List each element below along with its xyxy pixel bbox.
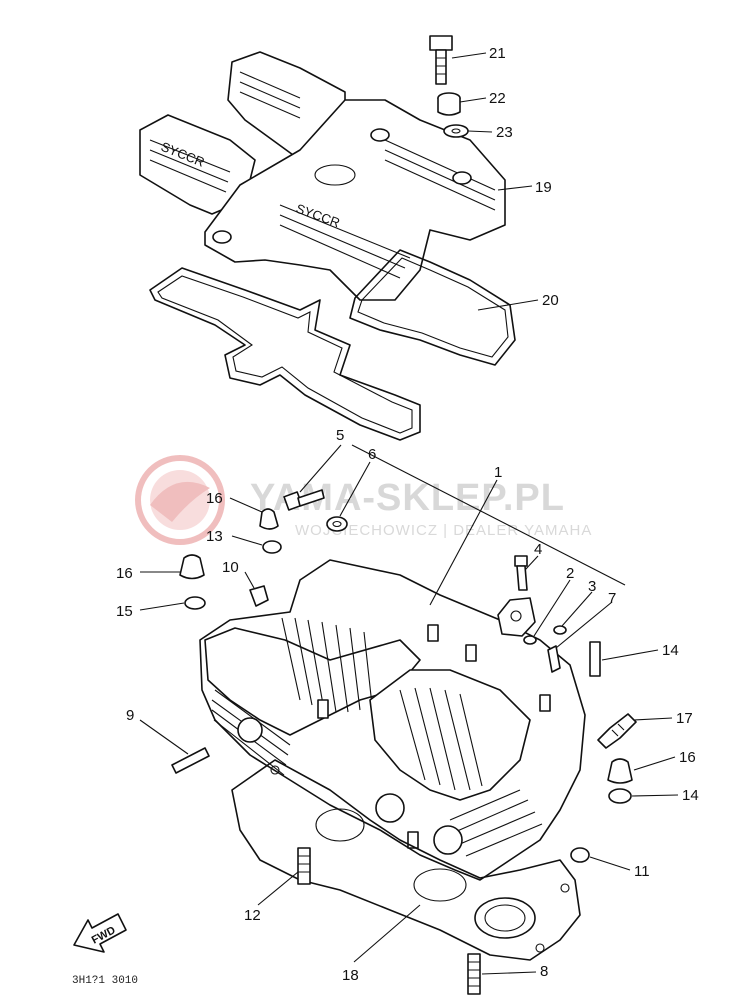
cover-gasket [149, 249, 516, 441]
o-ring-2 [523, 635, 537, 645]
callout-17: 17 [676, 710, 693, 727]
callout-1: 1 [494, 464, 502, 481]
watermark-subtitle: WOJCIECHOWICZ | DEALER YAMAHA [295, 522, 592, 539]
washer-6 [326, 516, 348, 532]
cylinder-head [199, 559, 586, 881]
callout-15: 15 [116, 603, 133, 620]
washer-15 [184, 596, 206, 610]
plug-11 [570, 847, 590, 863]
cap-16-left [179, 554, 205, 580]
cap-16-upper [259, 508, 279, 530]
leader-lines [139, 52, 679, 975]
bolt-4 [514, 555, 528, 591]
callout-2: 2 [566, 565, 574, 582]
pin-9 [171, 747, 210, 774]
callout-14-right: 14 [682, 787, 699, 804]
callout-22: 22 [489, 90, 506, 107]
pipe-7 [547, 645, 561, 673]
callout-16-left: 16 [116, 565, 133, 582]
callout-14-upper: 14 [662, 642, 679, 659]
callout-18: 18 [342, 967, 359, 984]
watermark-logo [135, 455, 225, 545]
head-gasket [231, 759, 581, 961]
callout-16-right: 16 [679, 749, 696, 766]
callout-7: 7 [608, 590, 616, 607]
callout-numbers: 21 22 23 19 20 5 6 1 16 13 16 10 15 4 2 … [116, 45, 699, 984]
washer-14-right [608, 788, 632, 804]
dowel-8 [467, 953, 481, 995]
washer-13 [262, 540, 282, 554]
callout-13: 13 [206, 528, 223, 545]
fwd-arrow-icon: FWD [73, 913, 127, 953]
grommet-22 [437, 92, 461, 116]
callout-16-upper: 16 [206, 490, 223, 507]
callout-10: 10 [222, 559, 239, 576]
plug-10 [249, 585, 269, 607]
cap-16-right [607, 758, 633, 784]
callout-8: 8 [540, 963, 548, 980]
callout-20: 20 [542, 292, 559, 309]
callout-4: 4 [534, 541, 542, 558]
callout-11: 11 [634, 863, 650, 880]
callout-12: 12 [244, 907, 261, 924]
clamp-bracket [497, 597, 536, 637]
callout-3: 3 [588, 578, 596, 595]
watermark: YAMA-SKLEP.PL WOJCIECHOWICZ | DEALER YAM… [135, 455, 592, 545]
dowel-12 [297, 847, 311, 885]
callout-19: 19 [535, 179, 552, 196]
callout-23: 23 [496, 124, 513, 141]
cylinder-head-cover: SYCCR SYCCR [139, 51, 506, 301]
callout-6: 6 [368, 446, 376, 463]
oil-bolt-21 [429, 35, 453, 85]
callout-21: 21 [489, 45, 506, 62]
dowel-14-upper [589, 641, 601, 677]
callout-5: 5 [336, 427, 344, 444]
callout-9: 9 [126, 707, 134, 724]
spark-plug-17 [597, 713, 637, 749]
o-ring-3 [553, 625, 567, 635]
bolt-5 [283, 489, 325, 511]
diagram-code: 3H1?1 3010 [72, 975, 138, 987]
washer-23 [443, 124, 469, 138]
